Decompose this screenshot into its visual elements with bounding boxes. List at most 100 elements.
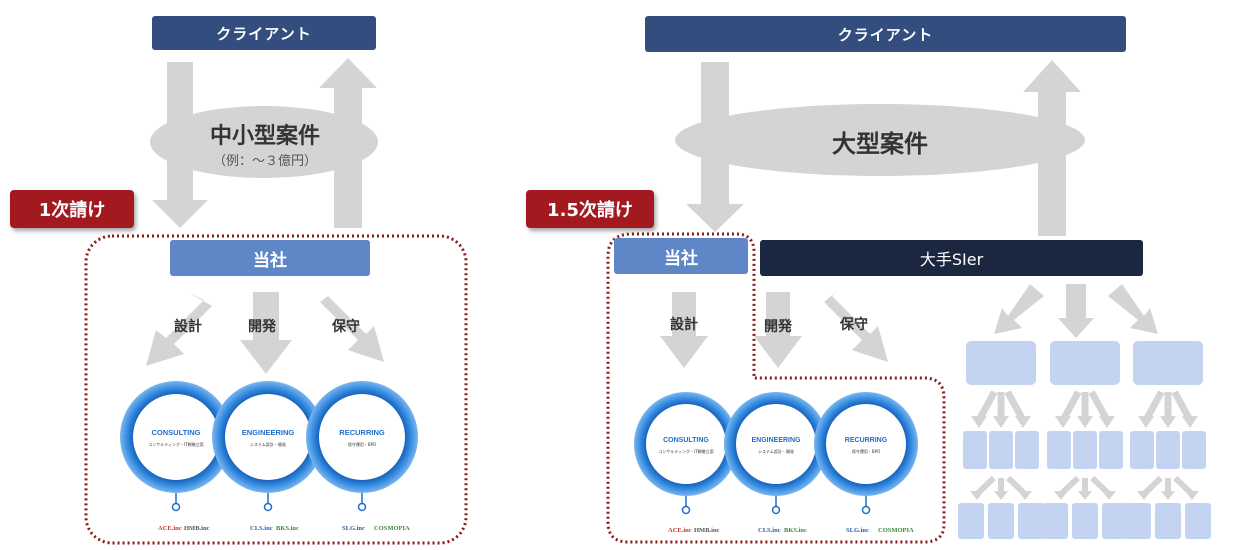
tree-l2-arrowhead-2-1 <box>1161 491 1175 500</box>
tree-l3-box-0-0 <box>958 503 984 539</box>
tree-l1-arrowhead-0-0 <box>971 416 987 428</box>
tree-l2-arrowhead-1-2 <box>1102 491 1116 500</box>
left-design-arrow <box>146 292 212 366</box>
left-ring-title-0: CONSULTING <box>151 428 200 437</box>
left-badge: 1次請け <box>10 190 134 228</box>
right-ring-title-2: RECURRING <box>845 437 888 444</box>
left-phase-dev: 開発 <box>248 319 276 335</box>
tree-l1-arrow-1-2 <box>1088 390 1111 422</box>
tree-l1-arrow-1-0 <box>1059 390 1082 422</box>
tree-l1-arrow-0-2 <box>1004 390 1027 422</box>
left-ring-sub-1: システム設計・開発 <box>250 441 286 447</box>
left-company-logo-2: CLS.inc <box>250 525 273 532</box>
right-ring-node-2 <box>861 505 871 515</box>
right-company-logo-3: BKS.inc <box>784 527 807 534</box>
tree-l3-box-2-0 <box>1125 503 1151 539</box>
left-case-label: 中小型案件 （例：～３億円） <box>170 118 360 169</box>
left-phase-design: 設計 <box>174 319 202 335</box>
left-company-logo-0: ACE.inc <box>158 525 182 532</box>
right-phase-dev: 開発 <box>764 319 792 335</box>
right-ring-center-1 <box>736 404 816 484</box>
left-client-box: クライアント <box>152 16 376 50</box>
tree-arrow-right <box>1108 284 1158 334</box>
tree-arrow-mid-shaft <box>1066 284 1086 320</box>
left-dev-arrow-head <box>240 340 292 374</box>
tree-l2-arrowhead-1-1 <box>1078 491 1092 500</box>
tree-l2-arrowhead-2-2 <box>1185 491 1199 500</box>
tree-arrow-mid-head <box>1058 318 1094 338</box>
tree-l1-box-0 <box>966 341 1036 385</box>
right-scope-outline <box>606 232 946 544</box>
tree-l1-box-1 <box>1050 341 1120 385</box>
right-dev-arrow-shaft <box>766 292 790 338</box>
left-case-title: 中小型案件 <box>209 124 320 149</box>
sier-subcontract-tree <box>958 341 1211 539</box>
left-case-ellipse <box>150 106 378 178</box>
left-service-rings: CONSULTING コンサルティング・IT戦略立案 ENGINEERING システム… <box>120 381 418 532</box>
tree-l2-arrowhead-1-0 <box>1054 491 1068 500</box>
tree-l1-arrow-2-2 <box>1171 390 1194 422</box>
left-phase-maint: 保守 <box>332 319 360 335</box>
tree-l1-arrowhead-1-2 <box>1099 416 1115 428</box>
left-company-logo-4: SLG.inc <box>342 525 365 532</box>
tree-l2-box-0-2 <box>1015 431 1039 469</box>
tree-l3-box-2-2 <box>1185 503 1211 539</box>
tree-l2-box-1-1 <box>1073 431 1097 469</box>
tree-l1-arrowhead-0-2 <box>1015 416 1031 428</box>
right-company-logo-5: COSMOPIA <box>878 527 914 534</box>
tree-l1-arrowhead-0-1 <box>993 416 1009 428</box>
right-phase-design: 設計 <box>670 317 698 333</box>
left-company-logo-5: COSMOPIA <box>374 525 410 532</box>
left-ring-title-2: RECURRING <box>339 428 385 437</box>
tree-l1-arrowhead-1-0 <box>1055 416 1071 428</box>
tree-l3-box-0-2 <box>1018 503 1044 539</box>
left-scope-outline <box>84 234 468 545</box>
left-maint-arrow <box>320 290 384 362</box>
left-ring-node-1 <box>263 502 273 512</box>
tree-l2-arrowhead-0-0 <box>970 491 984 500</box>
left-company-logo-1: HMB.inc <box>184 525 210 532</box>
tree-l3-box-2-1 <box>1155 503 1181 539</box>
left-ring-center-2 <box>319 394 405 480</box>
left-ring-center-0 <box>133 394 219 480</box>
tree-l3-box-1-2 <box>1102 503 1128 539</box>
tree-l2-arrowhead-0-2 <box>1018 491 1032 500</box>
right-company-logo-0: ACE.inc <box>668 527 692 534</box>
tree-l1-arrow-2-0 <box>1142 390 1165 422</box>
right-ring-title-0: CONSULTING <box>663 437 709 444</box>
right-ring-center-0 <box>646 404 726 484</box>
tree-l1-arrow-0-0 <box>975 390 998 422</box>
left-company-box: 当社 <box>170 240 370 276</box>
tree-l2-box-2-1 <box>1156 431 1180 469</box>
left-ring-sub-0: コンサルティング・IT戦略立案 <box>148 441 203 447</box>
tree-arrow-left <box>994 284 1044 334</box>
right-case-title: 大型案件 <box>832 130 928 158</box>
right-case-ellipse <box>675 104 1085 176</box>
right-company-logo-2: CLS.inc <box>758 527 781 534</box>
tree-l2-arrowhead-0-1 <box>994 491 1008 500</box>
tree-l2-box-0-0 <box>963 431 987 469</box>
tree-l3-box-0-1 <box>988 503 1014 539</box>
tree-l1-arrowhead-2-2 <box>1182 416 1198 428</box>
right-ring-node-0 <box>681 505 691 515</box>
tree-l1-box-2 <box>1133 341 1203 385</box>
right-client-box: クライアント <box>645 16 1126 52</box>
right-design-arrow-head <box>660 336 708 368</box>
right-company-logo-1: HMB.inc <box>694 527 720 534</box>
tree-l2-box-1-0 <box>1047 431 1071 469</box>
right-ring-sub-0: コンサルティング・IT戦略立案 <box>658 448 713 454</box>
left-ring-title-1: ENGINEERING <box>242 428 295 437</box>
right-ring-sub-2: 保守運用・BPO <box>852 448 880 454</box>
right-maint-arrow <box>824 290 888 362</box>
right-design-arrow-shaft <box>672 292 696 338</box>
right-partner-box: 大手SIer <box>760 240 1143 276</box>
left-dev-arrow-shaft <box>253 292 279 342</box>
tree-l2-box-1-2 <box>1099 431 1123 469</box>
tree-l1-arrowhead-1-1 <box>1077 416 1093 428</box>
left-case-sub: （例：～３億円） <box>212 154 317 169</box>
tree-l2-arrowhead-2-0 <box>1137 491 1151 500</box>
right-ring-title-1: ENGINEERING <box>751 437 801 444</box>
tree-l2-box-2-2 <box>1182 431 1206 469</box>
tree-l3-box-1-1 <box>1072 503 1098 539</box>
